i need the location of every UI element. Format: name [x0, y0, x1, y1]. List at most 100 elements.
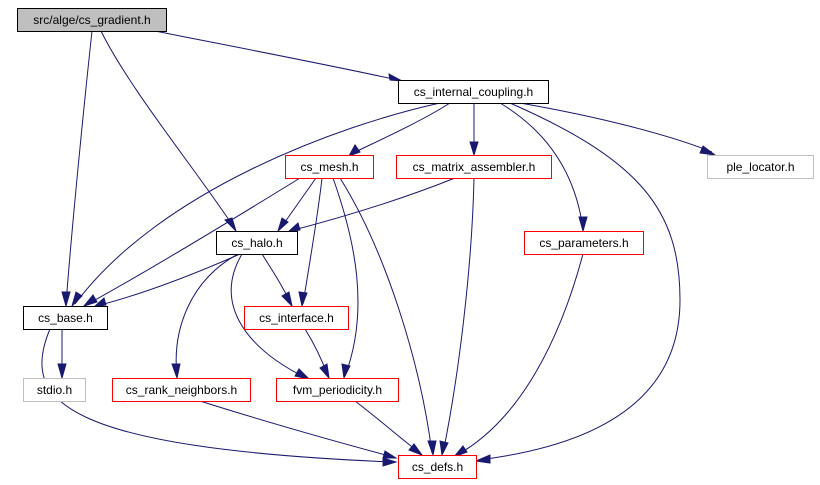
arrowhead-icon — [452, 445, 468, 459]
arrowhead-icon — [474, 454, 491, 464]
node-label: cs_base.h — [38, 311, 93, 325]
edge-line — [302, 177, 323, 305]
node-label: cs_internal_coupling.h — [414, 85, 533, 99]
node-label: src/alge/cs_gradient.h — [33, 13, 150, 27]
edge-base-to-defs — [41, 328, 398, 467]
edge-line — [85, 177, 301, 306]
edge-matrix-assembler-to-defs — [439, 177, 475, 457]
edge-rank-neighbors-to-defs — [199, 400, 398, 459]
edge-mesh-to-interface — [298, 177, 323, 308]
node-interface[interactable]: cs_interface.h — [244, 306, 349, 330]
edge-line — [154, 30, 403, 82]
edge-line — [100, 30, 236, 230]
edge-line — [339, 177, 433, 454]
edge-line — [230, 253, 307, 379]
edge-line — [65, 30, 93, 305]
edge-halo-to-periodicity — [230, 253, 311, 380]
arrowhead-icon — [82, 294, 98, 307]
arrowhead-icon — [382, 450, 398, 459]
node-label: cs_parameters.h — [539, 236, 628, 250]
node-ple-locator: ple_locator.h — [707, 155, 814, 179]
arrowhead-icon — [298, 291, 308, 308]
edge-internal-coupling-to-base — [70, 102, 441, 308]
arrowhead-icon — [388, 73, 403, 82]
edge-layer — [41, 30, 717, 467]
node-label: cs_defs.h — [412, 460, 463, 474]
node-periodicity[interactable]: fvm_periodicity.h — [276, 378, 399, 402]
node-box — [524, 231, 644, 255]
edge-line — [499, 102, 584, 230]
node-box — [707, 155, 814, 179]
node-label: fvm_periodicity.h — [293, 383, 382, 397]
node-box — [112, 378, 251, 402]
edge-line — [199, 400, 394, 458]
arrowhead-icon — [578, 216, 588, 233]
edge-line — [350, 102, 451, 155]
arrowhead-icon — [319, 363, 330, 380]
edge-line — [456, 253, 584, 456]
edge-interface-to-periodicity — [304, 328, 330, 380]
node-box — [398, 455, 477, 479]
edge-mesh-to-base — [82, 177, 301, 307]
node-layer: src/alge/cs_gradient.h cs_internal_coupli… — [17, 8, 814, 479]
edge-line — [74, 102, 441, 305]
edge-line — [477, 102, 681, 461]
arrowhead-icon — [286, 222, 301, 233]
arrowhead-icon — [439, 440, 449, 457]
node-label: cs_mesh.h — [300, 160, 358, 174]
node-box — [23, 378, 86, 402]
arrowhead-icon — [408, 443, 424, 457]
node-rank-neighbors[interactable]: cs_rank_neighbors.h — [112, 378, 251, 402]
edge-line — [289, 177, 456, 232]
arrowhead-icon — [171, 363, 181, 380]
arrowhead-icon — [341, 363, 351, 380]
arrowhead-icon — [294, 368, 311, 380]
node-matrix-assembler[interactable]: cs_matrix_assembler.h — [396, 155, 552, 179]
node-box — [398, 80, 549, 104]
node-box — [23, 306, 108, 330]
edge-mesh-to-periodicity — [332, 177, 359, 380]
node-base[interactable]: cs_base.h — [23, 306, 108, 330]
edge-halo-to-rank-neighbors — [171, 253, 239, 380]
edge-internal-coupling-to-parameters — [499, 102, 588, 233]
edge-mesh-to-halo — [276, 177, 317, 233]
edge-parameters-to-defs — [452, 253, 584, 459]
edge-gradient-to-internal-coupling — [154, 30, 403, 82]
edge-line — [332, 177, 359, 377]
node-halo[interactable]: cs_halo.h — [216, 231, 298, 255]
node-label: stdio.h — [37, 383, 72, 397]
arrowhead-icon — [347, 144, 361, 157]
node-label: cs_rank_neighbors.h — [126, 383, 237, 397]
edge-line — [519, 102, 713, 153]
arrowhead-icon — [70, 291, 83, 308]
edge-internal-coupling-to-matrix-assembler — [469, 103, 479, 157]
node-stdio: stdio.h — [23, 378, 86, 402]
edge-line — [175, 253, 239, 377]
arrowhead-icon — [281, 291, 293, 308]
node-box — [216, 231, 298, 255]
edge-gradient-to-base — [61, 30, 93, 308]
arrowhead-icon — [427, 440, 437, 457]
node-box — [244, 306, 349, 330]
edge-mesh-to-defs — [339, 177, 437, 457]
arrowhead-icon — [61, 291, 71, 308]
edge-base-to-stdio — [57, 329, 67, 380]
edge-halo-to-interface — [261, 253, 293, 308]
edge-line — [95, 253, 241, 307]
arrowhead-icon — [382, 457, 398, 467]
node-box — [396, 155, 552, 179]
edge-matrix-assembler-to-halo — [286, 177, 456, 233]
node-box — [285, 155, 374, 179]
arrowhead-icon — [699, 145, 717, 156]
node-parameters[interactable]: cs_parameters.h — [524, 231, 644, 255]
arrowhead-icon — [276, 217, 289, 233]
arrowhead-icon — [57, 363, 67, 380]
node-label: cs_interface.h — [259, 311, 334, 325]
node-defs[interactable]: cs_defs.h — [398, 455, 477, 479]
node-gradient[interactable]: src/alge/cs_gradient.h — [17, 8, 167, 32]
edge-periodicity-to-defs — [354, 400, 424, 457]
edge-internal-coupling-to-ple-locator — [519, 102, 717, 156]
node-internal-coupling[interactable]: cs_internal_coupling.h — [398, 80, 549, 104]
node-mesh[interactable]: cs_mesh.h — [285, 155, 374, 179]
